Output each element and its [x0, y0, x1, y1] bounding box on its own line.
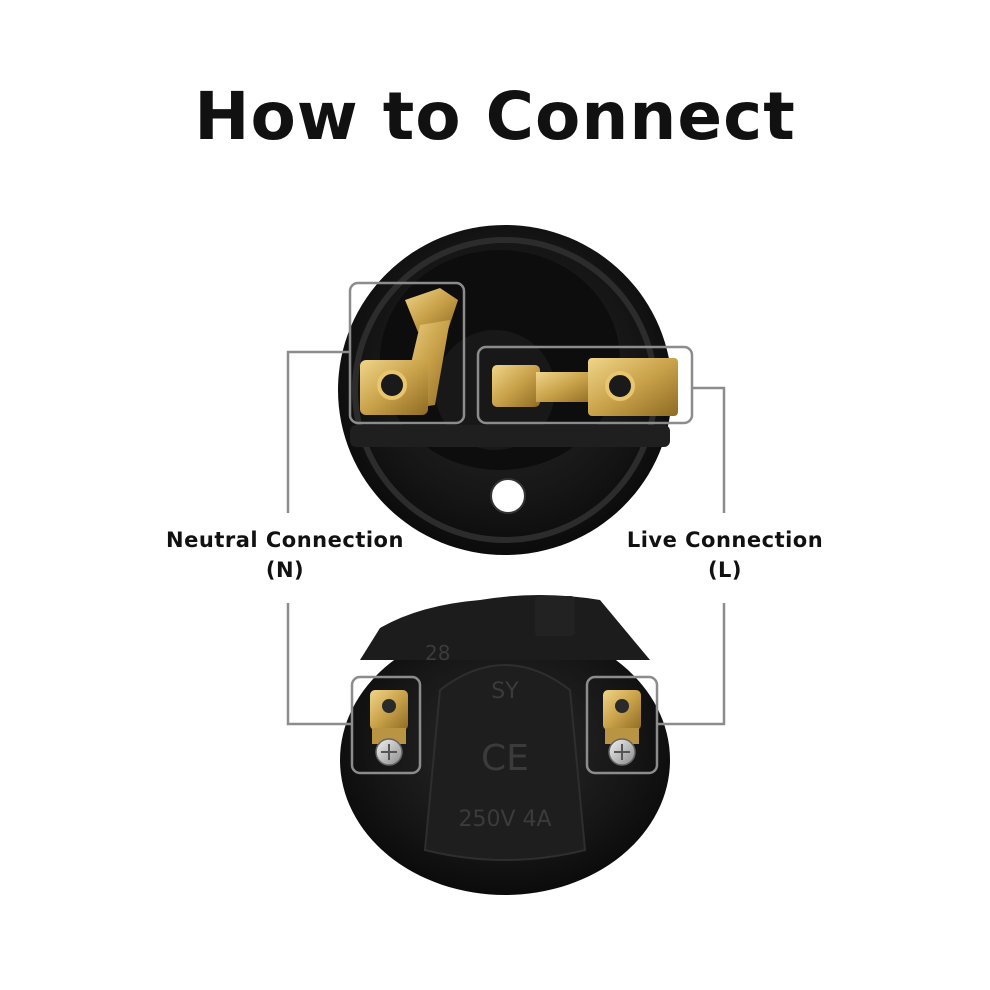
holder-ce-marking: CE: [481, 738, 529, 779]
neutral-screw-terminal: [370, 690, 408, 766]
neutral-terminal: [360, 288, 458, 415]
live-screw-terminal: [603, 690, 641, 766]
top-holder-ledge: [350, 425, 670, 447]
bottom-holder: 28 SY CE 250V 4A: [340, 595, 670, 895]
top-holder: [338, 225, 694, 555]
live-connection-text: Live Connection: [626, 528, 824, 552]
live-callout-line-top: [692, 386, 726, 513]
neutral-callout-line-bottom: [286, 603, 352, 726]
live-callout-line-bottom: [657, 603, 726, 726]
bottom-holder-collar: [360, 595, 650, 660]
live-terminal-screw-hole: [605, 371, 635, 401]
holder-rating-marking: 250V 4A: [458, 807, 551, 832]
live-terminal-highlight-box: [476, 345, 694, 425]
holder-brand-marking: SY: [491, 679, 519, 704]
live-connection-label: Live Connection (L): [600, 525, 850, 585]
bottom-holder-center-boss: [423, 664, 587, 861]
holder-number-marking: 28: [425, 641, 450, 665]
neutral-terminal-screw-hole: [377, 370, 407, 400]
neutral-callout-line-top: [286, 350, 350, 513]
mounting-hole: [490, 478, 526, 514]
live-terminal: [492, 358, 678, 416]
neutral-connection-label: Neutral Connection (N): [150, 525, 420, 585]
neutral-connection-text: Neutral Connection: [166, 528, 404, 552]
live-connection-code: (L): [707, 558, 743, 582]
bottom-holder-side-tab: [535, 596, 575, 636]
page-title: How to Connect: [194, 78, 796, 155]
neutral-connection-code: (N): [265, 558, 305, 582]
